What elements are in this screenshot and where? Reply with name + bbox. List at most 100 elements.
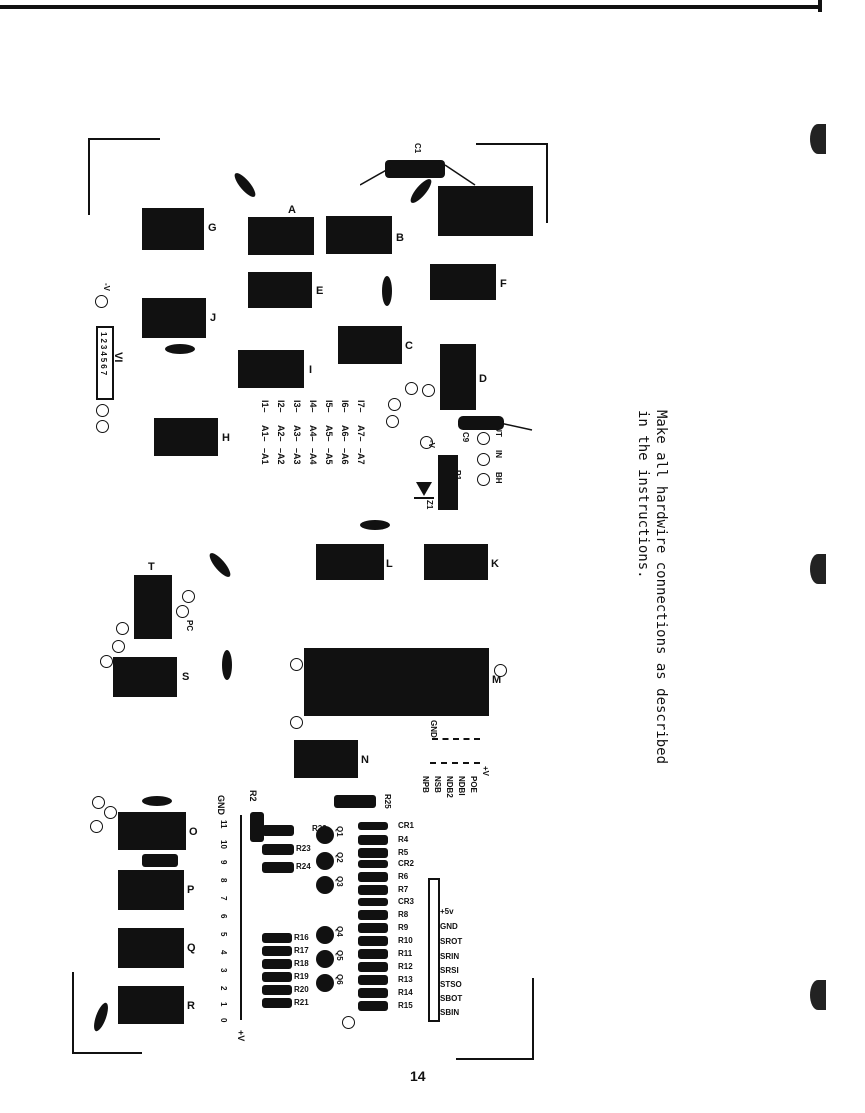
capacitor-oval-5 xyxy=(360,520,390,530)
switch-label-i2: I2– xyxy=(276,400,286,413)
switch-label-na6: –A6 xyxy=(340,448,350,465)
resistor-r20 xyxy=(262,985,292,995)
resistor-r25 xyxy=(142,854,178,867)
label-r7: R7 xyxy=(398,885,409,894)
power-label-ndb2: NDB2 xyxy=(445,776,454,798)
power-label-npb: NPB xyxy=(421,776,430,793)
pin-b[interactable] xyxy=(405,382,418,395)
pin-a[interactable] xyxy=(388,398,401,411)
connector-vi xyxy=(96,326,114,400)
label-chip-k: K xyxy=(491,558,499,570)
resistor-r4 xyxy=(358,835,388,845)
pin-vi-2[interactable] xyxy=(96,420,109,433)
label-cr3: CR3 xyxy=(398,897,415,906)
resistor-r6 xyxy=(358,872,388,882)
pin-b-t[interactable] xyxy=(182,590,195,603)
pin-in[interactable] xyxy=(477,453,490,466)
pin-j-bottom[interactable] xyxy=(342,1016,355,1029)
terminal-2: 2 xyxy=(219,986,228,991)
pin-out[interactable] xyxy=(477,432,490,445)
label-chip-b: B xyxy=(396,232,404,244)
label-chip-p: P xyxy=(187,884,195,896)
gnd-dashed-line xyxy=(432,738,480,740)
binder-hole-top xyxy=(810,124,826,154)
label-q5: Q5 xyxy=(335,950,344,961)
pin-o-pc[interactable] xyxy=(90,820,103,833)
resistor-r9 xyxy=(358,923,388,933)
label-chip-d: D xyxy=(479,373,487,385)
chip-r xyxy=(118,986,184,1024)
pin-o-2[interactable] xyxy=(104,806,117,819)
transistor-q5 xyxy=(316,950,334,968)
capacitor-oval-4 xyxy=(165,344,195,354)
resistor-r12 xyxy=(358,962,388,972)
switch-label-a7: A7– xyxy=(356,425,366,442)
corner-bracket-bottom-right xyxy=(456,978,534,1060)
label-z1: Z1 xyxy=(425,500,434,510)
switch-label-a5: A5– xyxy=(324,425,334,442)
resistor-cr1 xyxy=(358,822,388,830)
pin-o-1[interactable] xyxy=(92,796,105,809)
chip-h xyxy=(154,418,218,456)
resistor-r7 xyxy=(358,885,388,895)
power-label-v: +V xyxy=(481,766,490,777)
pin-vi-1[interactable] xyxy=(96,404,109,417)
pin-j-m[interactable] xyxy=(494,664,507,677)
label-q3: Q3 xyxy=(335,876,344,887)
chip-s xyxy=(113,657,177,697)
label-r10: R10 xyxy=(398,936,413,945)
top-border xyxy=(0,5,822,9)
power-label-nsb: NSB xyxy=(433,776,442,793)
zener-z1 xyxy=(414,482,434,499)
label-chip-e: E xyxy=(316,285,324,297)
pin-h-d[interactable] xyxy=(422,384,435,397)
label-chip-l: L xyxy=(386,558,393,570)
label-r20: R20 xyxy=(294,985,309,994)
switch-label-i5: I5– xyxy=(324,400,334,413)
pin-a-t[interactable] xyxy=(116,622,129,635)
pin-a2[interactable] xyxy=(386,415,399,428)
pin-pc-t[interactable] xyxy=(176,605,189,618)
pin-minus-v-mid[interactable] xyxy=(420,436,433,449)
label-chip-o: O xyxy=(189,826,198,838)
label-chip-s: S xyxy=(182,671,190,683)
switch-label-na4: –A4 xyxy=(308,448,318,465)
transistor-q2 xyxy=(316,852,334,870)
chip-o xyxy=(118,812,186,850)
capacitor-oval-6 xyxy=(206,550,234,580)
label-q4: Q4 xyxy=(335,926,344,937)
switch-label-na5: –A5 xyxy=(324,448,334,465)
chip-c xyxy=(338,326,402,364)
pin-h-m[interactable] xyxy=(290,658,303,671)
pin-c-s[interactable] xyxy=(100,655,113,668)
switch-label-a6: A6– xyxy=(340,425,350,442)
terminal-gnd: GND xyxy=(216,795,226,815)
resistor-r14 xyxy=(358,988,388,998)
terminal-6: 6 xyxy=(219,914,228,919)
label-chip-t: T xyxy=(148,561,155,573)
label-cr2: CR2 xyxy=(398,859,415,868)
pin-c-n[interactable] xyxy=(290,716,303,729)
label-chip-m: M xyxy=(492,674,502,686)
label-r3: R25 xyxy=(383,794,392,809)
label-chip-q: Q xyxy=(187,942,196,954)
label-r1: R1 xyxy=(453,470,462,481)
chip-d xyxy=(440,344,476,410)
label-chip-c: C xyxy=(405,340,413,352)
transistor-q3 xyxy=(316,876,334,894)
resistor-r17 xyxy=(262,946,292,956)
pin-minus-v-left[interactable] xyxy=(95,295,108,308)
pin-bh[interactable] xyxy=(477,473,490,486)
resistor-r13 xyxy=(358,975,388,985)
top-border-right-tick xyxy=(818,0,822,12)
label-r12: R12 xyxy=(398,962,413,971)
chip-q xyxy=(118,928,184,968)
chip-g xyxy=(142,208,204,250)
label-r6: R6 xyxy=(398,872,409,881)
label-r19: R19 xyxy=(294,972,309,981)
bus-connector xyxy=(428,878,440,1022)
terminal-3: 3 xyxy=(219,968,228,973)
capacitor-c9-lead xyxy=(500,422,533,431)
pin-b2-t[interactable] xyxy=(112,640,125,653)
capacitor-c1-leads xyxy=(360,164,476,186)
